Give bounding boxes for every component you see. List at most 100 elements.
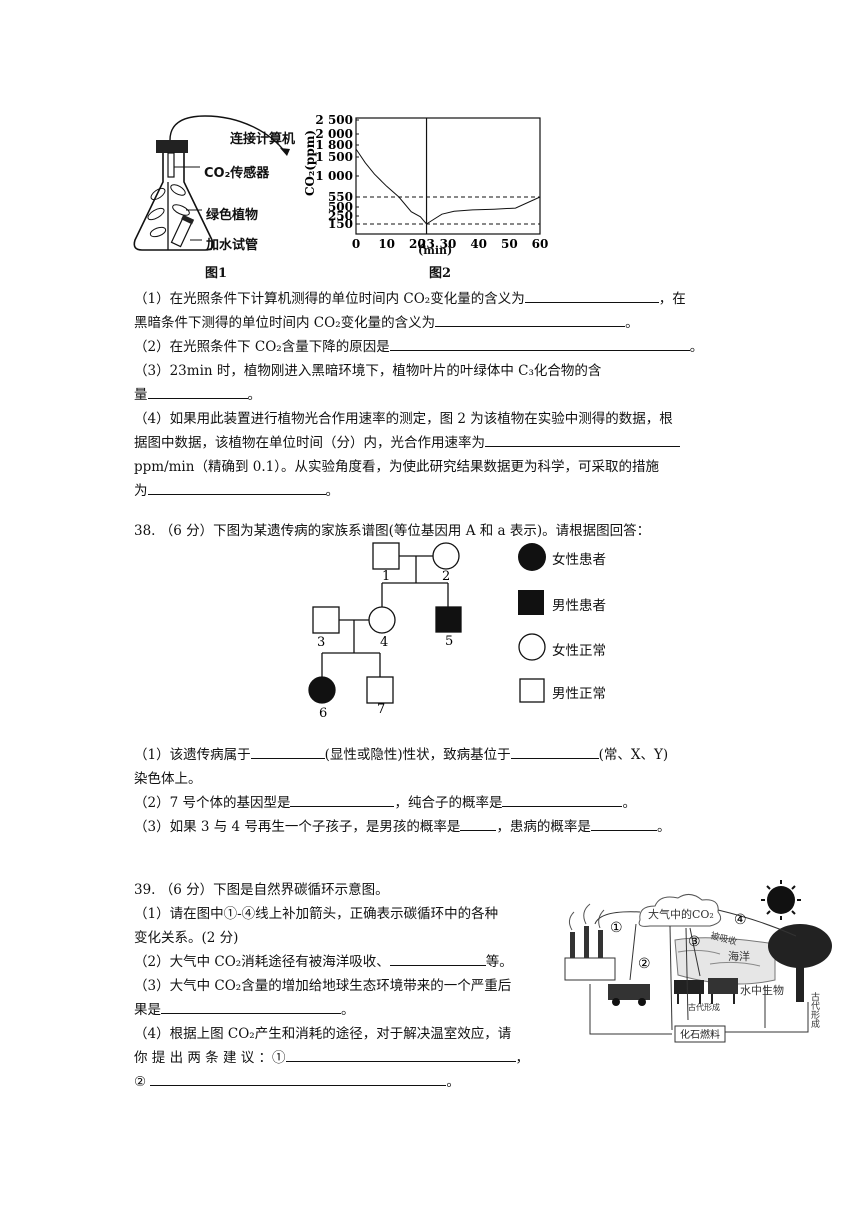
co2-series-line xyxy=(355,148,541,225)
pedigree-num-1: 1 xyxy=(382,569,390,584)
q39-title: 39. （6 分）下图是自然界碳循环示意图。 xyxy=(134,882,389,898)
q38-blank-6[interactable] xyxy=(590,815,657,831)
q37-line-5: 量。 xyxy=(134,383,261,407)
y-axis-label: CO₂(ppm) xyxy=(303,130,317,196)
q37-line-7: 据图中数据，该植物在单位时间（分）内，光合作用速率为 xyxy=(134,431,680,455)
aquatic-label: 水中生物 xyxy=(740,983,784,997)
x-tick-4: 30 xyxy=(440,237,457,251)
q39-line-2: 变化关系。(2 分) xyxy=(134,930,239,946)
q37-line-6: （4）如果用此装置进行植物光合作用速率的测定，图 2 为该植物在实验中测得的数据… xyxy=(134,411,673,427)
y-tick-7: 250 xyxy=(328,209,353,223)
individual-7-male-normal xyxy=(366,676,394,704)
q38-blank-4[interactable] xyxy=(502,791,623,807)
q38-title: 38. （6 分）下图为某遗传病的家族系谱图(等位基因用 A 和 a 表示)。请… xyxy=(134,523,651,539)
individual-2-female-normal xyxy=(432,542,460,570)
line-3 xyxy=(689,927,701,977)
pedigree-chart: 1 2 3 4 5 6 7 xyxy=(308,542,462,720)
atmosphere-cloud xyxy=(638,894,722,927)
q39-blank-4[interactable] xyxy=(150,1070,447,1086)
animals-icon xyxy=(674,978,738,1004)
legend-male-affected: 男性患者 xyxy=(552,598,606,614)
q39-line-5: 果是。 xyxy=(134,998,355,1022)
factory-icon xyxy=(564,903,616,981)
q39-line-6: （4）根据上图 CO₂产生和消耗的途径，对于解决温室效应，请 xyxy=(134,1026,512,1042)
legend-female-normal: 女性正常 xyxy=(552,643,606,659)
figure-1-caption: 图1 xyxy=(205,266,228,281)
individual-3-male-normal xyxy=(312,606,340,634)
q38-blank-3[interactable] xyxy=(290,791,395,807)
pedigree-num-5: 5 xyxy=(445,634,453,649)
q39-blank-1[interactable] xyxy=(389,950,486,966)
pedigree-num-4: 4 xyxy=(380,635,388,650)
x-tick-2: 20 xyxy=(409,237,426,251)
y-tick-1: 2 000 xyxy=(315,127,353,141)
figure-1-apparatus xyxy=(133,115,290,251)
q37-blank-1[interactable] xyxy=(524,287,659,303)
q37-blank-3[interactable] xyxy=(389,335,690,351)
truck-icon xyxy=(608,984,650,1006)
y-tick-3: 1 500 xyxy=(315,150,353,164)
individual-1-male-normal xyxy=(372,542,400,570)
label-connect-computer: 连接计算机 xyxy=(230,132,296,147)
circled-1: ① xyxy=(610,920,623,936)
fossil-fuel-label: 化石燃料 xyxy=(680,1028,720,1041)
q37-blank-6[interactable] xyxy=(147,479,326,495)
q38-line-2: 染色体上。 xyxy=(134,771,202,787)
plot-frame xyxy=(355,117,541,235)
q37-line-1: （1）在光照条件下计算机测得的单位时间内 CO₂变化量的含义为，在 xyxy=(134,287,686,311)
pedigree-num-3: 3 xyxy=(317,635,325,650)
individual-5-male-affected xyxy=(435,606,462,633)
circled-4: ④ xyxy=(734,912,747,928)
x-axis-label: (min) xyxy=(418,244,453,257)
q37-line-2: 黑暗条件下测得的单位时间内 CO₂变化量的含义为。 xyxy=(134,311,639,335)
fossil-fuel-box xyxy=(674,1025,726,1043)
q39-line-1: （1）请在图中①-④线上补加箭头，正确表示碳循环中的各种 xyxy=(134,906,499,922)
legend-female-normal-symbol xyxy=(518,633,546,661)
label-co2-sensor: CO₂传感器 xyxy=(204,166,270,181)
ocean-label: 海洋 xyxy=(728,949,750,963)
legend-female-affected-symbol xyxy=(518,543,546,571)
pedigree-num-2: 2 xyxy=(442,569,450,584)
circled-2: ② xyxy=(638,956,651,972)
x-tick-6: 50 xyxy=(501,237,518,251)
q38-blank-2[interactable] xyxy=(510,743,599,759)
q39-line-7: 你 提 出 两 条 建 议 ：①， xyxy=(134,1046,529,1070)
y-tick-6: 500 xyxy=(328,200,353,214)
q38-blank-1[interactable] xyxy=(250,743,325,759)
y-tick-2: 1 800 xyxy=(315,138,353,152)
q38-line-3: （2）7 号个体的基因型是，纯合子的概率是。 xyxy=(134,791,636,815)
q39-line-4: （3）大气中 CO₂含量的增加给地球生态环境带来的一个严重后 xyxy=(134,978,512,994)
q39-blank-2[interactable] xyxy=(161,998,341,1014)
legend-male-normal: 男性正常 xyxy=(552,686,606,702)
ancient-formed-right: 古代形成 xyxy=(809,991,820,1029)
legend-female-affected: 女性患者 xyxy=(552,552,606,568)
pedigree-num-7: 7 xyxy=(377,702,385,717)
q39-blank-3[interactable] xyxy=(285,1046,516,1062)
y-tick-4: 1 000 xyxy=(315,169,353,183)
q37-line-4: （3）23min 时，植物刚进入黑暗环境下，植物叶片的叶绿体中 C₃化合物的含 xyxy=(134,363,602,379)
q38-blank-5[interactable] xyxy=(460,815,497,831)
q37-blank-5[interactable] xyxy=(485,431,680,447)
pedigree-legend-symbols xyxy=(518,543,546,703)
x-tick-0: 0 xyxy=(352,237,360,251)
line-1 xyxy=(594,911,641,925)
individual-6-female-affected xyxy=(308,676,336,704)
legend-male-normal-symbol xyxy=(519,678,545,703)
q37-blank-2[interactable] xyxy=(435,311,626,327)
y-tick-8: 150 xyxy=(328,217,353,231)
q37-blank-4[interactable] xyxy=(147,383,248,399)
x-tick-1: 10 xyxy=(378,237,395,251)
label-test-tube: 加水试管 xyxy=(206,238,259,253)
label-green-plant: 绿色植物 xyxy=(206,208,259,223)
q39-line-8: ② 。 xyxy=(134,1070,460,1094)
legend-male-affected-symbol xyxy=(518,590,544,615)
x-tick-3: 23 xyxy=(418,237,435,251)
q38-line-1: （1）该遗传病属于(显性或隐性)性状，致病基位于(常、X、Y) xyxy=(134,743,668,767)
q37-line-9: 为。 xyxy=(134,479,339,503)
sun-icon xyxy=(761,880,801,920)
q38-line-4: （3）如果 3 与 4 号再生一个子孩子，是男孩的概率是，患病的概率是。 xyxy=(134,815,670,839)
individual-4-female-normal xyxy=(368,606,396,634)
ancient-formed-mid: 古代形成 xyxy=(688,1002,720,1012)
atmosphere-label: 大气中的CO₂ xyxy=(648,907,714,921)
